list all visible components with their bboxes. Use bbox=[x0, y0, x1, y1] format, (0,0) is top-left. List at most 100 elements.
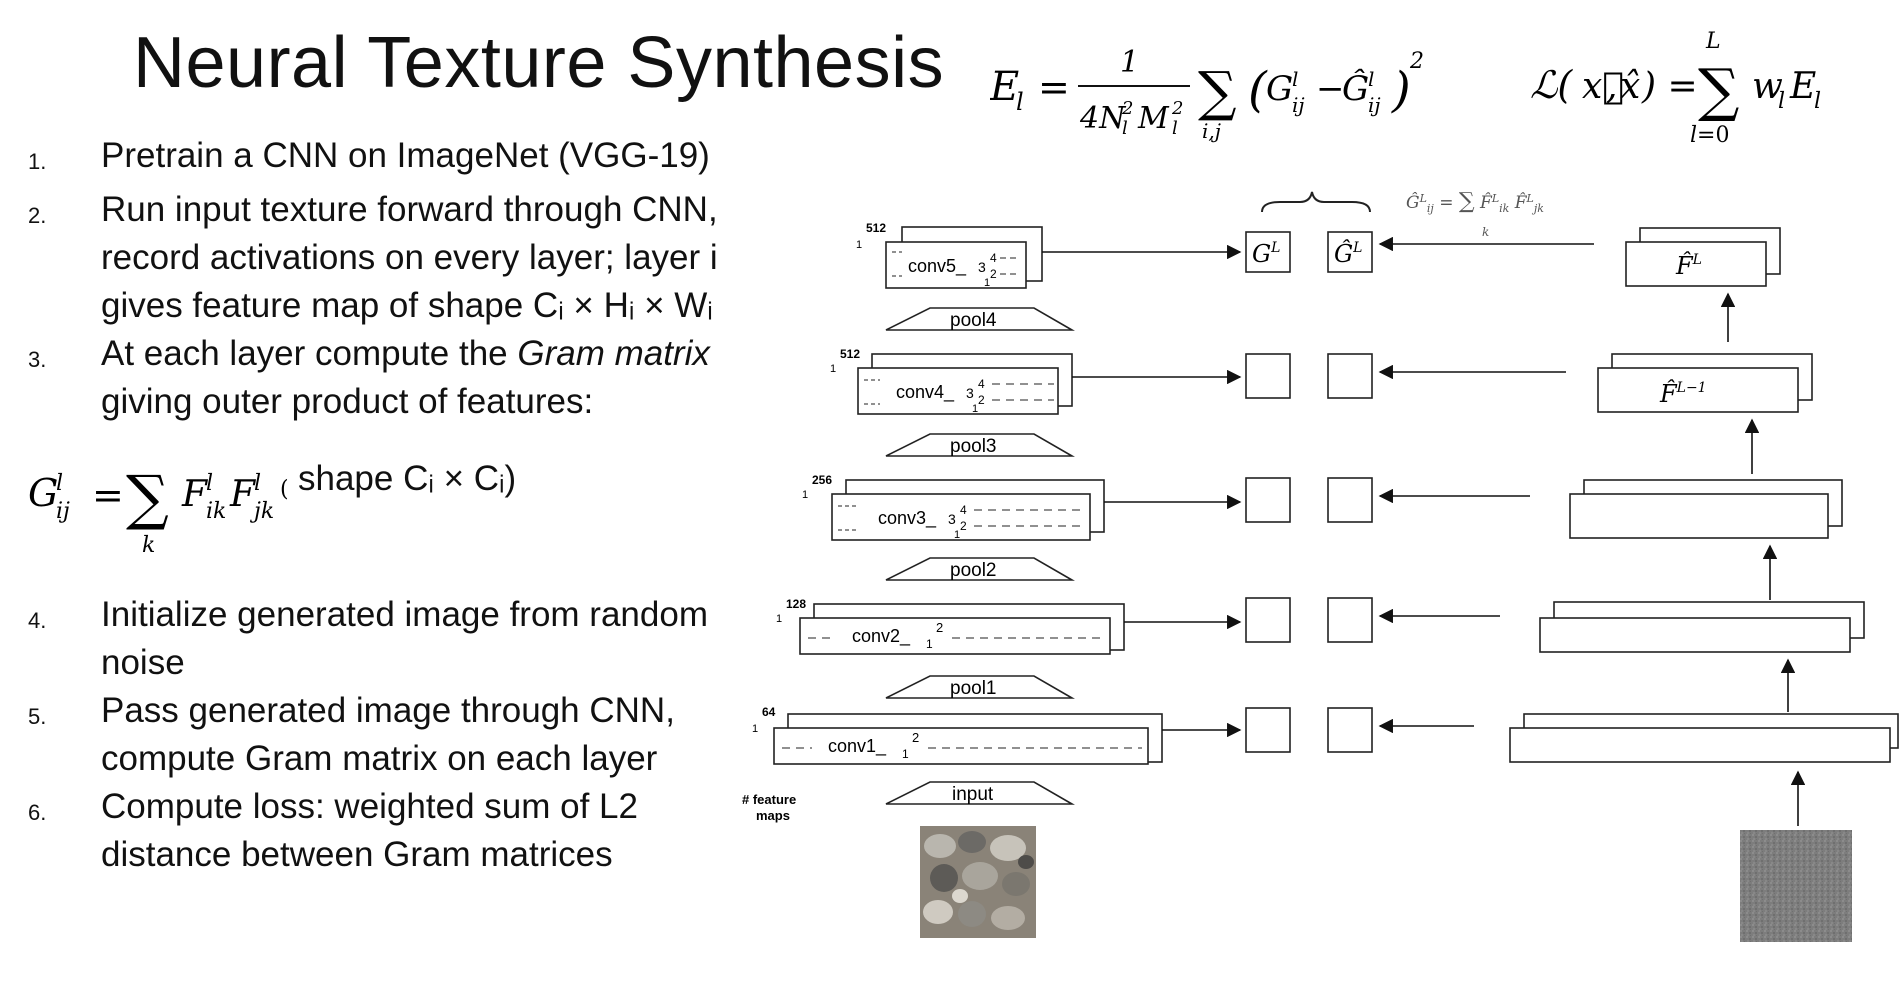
svg-text:l: l bbox=[206, 471, 213, 496]
svg-text:) =: ) = bbox=[1641, 66, 1698, 107]
conv3-label: conv3_ bbox=[878, 508, 937, 529]
steps-list: 1. Pretrain a CNN on ImageNet (VGG-19) 2… bbox=[28, 132, 768, 879]
gram-hat-formula: ĜLij = ∑ F̂Lik F̂Ljk k bbox=[1406, 189, 1544, 239]
step-item: 5. Pass generated image through CNN, com… bbox=[28, 687, 768, 783]
layer-loss-svg: E l = 1 4N 2 l M 2 l ∑ i,j ( G l ij − Ĝ … bbox=[989, 45, 1424, 143]
gram-box-GL bbox=[1245, 231, 1291, 273]
svg-text:∑: ∑ bbox=[126, 463, 169, 533]
pool3-block: pool3 bbox=[885, 433, 1075, 457]
conv3-index: 2 bbox=[960, 519, 967, 533]
svg-text:=: = bbox=[92, 473, 124, 517]
gram-box bbox=[1327, 597, 1373, 643]
svg-text:L: L bbox=[1705, 29, 1721, 54]
step-number: 4. bbox=[28, 608, 47, 633]
step-number: 3. bbox=[28, 347, 47, 372]
conv1-index: 2 bbox=[912, 730, 919, 745]
svg-text:ij: ij bbox=[56, 499, 70, 524]
svg-text:l: l bbox=[1172, 118, 1178, 139]
conv4-index: 4 bbox=[978, 377, 985, 391]
pool4-block: pool4 bbox=[885, 307, 1075, 331]
svg-text:l: l bbox=[1122, 118, 1128, 139]
svg-text:k: k bbox=[142, 533, 155, 556]
conv4-index: 2 bbox=[978, 393, 985, 407]
conv4-one: 1 bbox=[830, 363, 836, 375]
conv2-block: conv2_ 1 2 128 1 bbox=[776, 597, 1125, 655]
svg-text:w: w bbox=[1752, 66, 1783, 107]
svg-text:E: E bbox=[1789, 66, 1816, 107]
gram-box bbox=[1245, 477, 1291, 523]
gram-box bbox=[1245, 597, 1291, 643]
gram-box-GhatL bbox=[1327, 231, 1373, 273]
conv2-index: 2 bbox=[936, 620, 943, 635]
step-text: At each layer compute the Gram matrix gi… bbox=[101, 330, 768, 426]
conv1-label: conv1_ bbox=[828, 736, 887, 757]
svg-text:(: ( bbox=[280, 477, 289, 502]
gram-box bbox=[1327, 477, 1373, 523]
conv5-index: 4 bbox=[990, 251, 997, 265]
step-text-part: giving outer product of features: bbox=[101, 382, 594, 421]
generated-layer-L: F̂L bbox=[1625, 227, 1781, 287]
gram-box bbox=[1327, 707, 1373, 753]
feature-maps-line: maps bbox=[756, 808, 790, 823]
pool2-label: pool2 bbox=[950, 560, 997, 581]
step-text: Initialize generated image from random n… bbox=[101, 595, 708, 682]
svg-text:l: l bbox=[1016, 88, 1024, 116]
pool2-block: pool2 bbox=[885, 557, 1075, 581]
conv3-index: 3 bbox=[948, 511, 956, 527]
total-loss-svg: ℒ( x⃗ , x̂ ) = L ∑ l=0 w l E l bbox=[1530, 29, 1821, 148]
svg-text:ij: ij bbox=[1292, 93, 1305, 117]
conv1-one: 1 bbox=[752, 723, 758, 735]
svg-text:ij: ij bbox=[1368, 93, 1381, 117]
total-loss-equation: ℒ( x⃗ , x̂ ) = L ∑ l=0 w l E l bbox=[1530, 26, 1870, 166]
conv1-block: conv1_ 1 2 64 1 bbox=[752, 705, 1163, 765]
step-number: 6. bbox=[28, 800, 47, 825]
svg-text:l: l bbox=[254, 471, 261, 496]
conv5-index: 2 bbox=[990, 267, 997, 281]
svg-text:2: 2 bbox=[1409, 49, 1424, 74]
step-number: 2. bbox=[28, 203, 47, 228]
svg-text:k: k bbox=[1482, 225, 1489, 239]
svg-text:G: G bbox=[1266, 69, 1293, 109]
svg-text:∑: ∑ bbox=[1698, 56, 1739, 124]
noise-image bbox=[1740, 830, 1852, 942]
svg-text:ĜLij = ∑ F̂Lik F̂Ljk: ĜLij = ∑ F̂Lik F̂Ljk bbox=[1406, 189, 1544, 215]
slide-title: Neural Texture Synthesis bbox=[133, 23, 945, 103]
conv3-one: 1 bbox=[802, 489, 808, 501]
layer-loss-equation: E l = 1 4N 2 l M 2 l ∑ i,j ( G l ij − Ĝ … bbox=[989, 38, 1460, 158]
conv1-maps: 64 bbox=[762, 705, 776, 719]
svg-text:1: 1 bbox=[1120, 45, 1139, 80]
svg-text:E: E bbox=[990, 64, 1019, 110]
conv4-label: conv4_ bbox=[896, 382, 955, 403]
conv5-index: 1 bbox=[984, 277, 990, 289]
gram-box bbox=[1245, 353, 1291, 399]
conv5-index: 3 bbox=[978, 259, 986, 275]
conv1-index: 1 bbox=[902, 747, 909, 761]
gram-formula: G l ij = ∑ k F l ik F l jk ( shape Cᵢ × … bbox=[28, 456, 517, 559]
input-texture-image bbox=[920, 826, 1036, 938]
step-item: 1. Pretrain a CNN on ImageNet (VGG-19) bbox=[28, 132, 768, 186]
svg-text:l=0: l=0 bbox=[1690, 123, 1729, 148]
conv4-index: 1 bbox=[972, 403, 978, 415]
svg-text:F: F bbox=[181, 474, 209, 515]
step-item: 4. Initialize generated image from rando… bbox=[28, 591, 768, 687]
svg-text:(: ( bbox=[1248, 62, 1268, 118]
gram-brace bbox=[1261, 191, 1371, 213]
pool4-label: pool4 bbox=[950, 310, 997, 331]
step-item: 3. At each layer compute the Gram matrix… bbox=[28, 330, 768, 426]
conv5-one: 1 bbox=[856, 239, 862, 251]
step-text-part: At each layer compute the bbox=[101, 334, 518, 373]
svg-text:−: − bbox=[1316, 69, 1345, 109]
svg-text:i,j: i,j bbox=[1202, 119, 1221, 143]
svg-text:4N: 4N bbox=[1079, 101, 1127, 136]
svg-text:l: l bbox=[56, 471, 63, 496]
svg-text:x⃗: x⃗ bbox=[1582, 66, 1624, 107]
gram-shape-text: shape Cᵢ × Cᵢ) bbox=[298, 458, 517, 498]
svg-text:F: F bbox=[229, 474, 257, 515]
step-text: Pass generated image through CNN, comput… bbox=[101, 691, 675, 778]
conv5-label: conv5_ bbox=[908, 256, 967, 277]
conv4-block: conv4_ 3 4 2 1 512 1 bbox=[830, 347, 1073, 415]
conv2-label: conv2_ bbox=[852, 626, 911, 647]
step-text: Compute loss: weighted sum of L2 distanc… bbox=[101, 787, 638, 874]
step-text: Run input texture forward through CNN, r… bbox=[101, 190, 718, 325]
